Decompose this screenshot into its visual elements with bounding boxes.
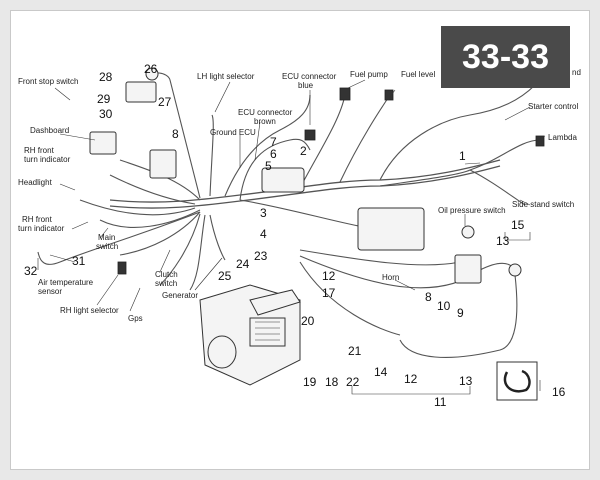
page-badge: 33-33 (441, 26, 570, 88)
label-ecu-connector-blue-2: blue (298, 81, 314, 90)
callout-4: 4 (260, 227, 267, 241)
callout-20: 20 (301, 314, 315, 328)
callout-24: 24 (236, 257, 250, 271)
label-rh-front-turn-indicator-low: RH front (22, 215, 53, 224)
label-lambda: Lambda (548, 133, 577, 142)
label-fuel-pump: Fuel pump (350, 70, 388, 79)
label-front-stop-switch: Front stop switch (18, 77, 78, 86)
callout-18: 18 (325, 375, 339, 389)
callout-19: 19 (303, 375, 317, 389)
callout-32: 32 (24, 264, 38, 278)
label-rh-front-turn-indicator-low-2: turn indicator (18, 224, 65, 233)
label-ecu-connector-blue: ECU connector (282, 72, 337, 81)
label-fuel-level: Fuel level (401, 70, 435, 79)
components (89, 67, 545, 401)
clamp-box (496, 361, 538, 401)
label-main-switch-2: switch (96, 242, 118, 251)
callout-31: 31 (72, 254, 86, 268)
label-headlight: Headlight (18, 178, 53, 187)
callout-23: 23 (254, 249, 268, 263)
callout-16: 16 (552, 385, 566, 399)
label-starter-control: Starter control (528, 102, 578, 111)
label-horn: Horn (382, 273, 399, 282)
callout-26: 26 (144, 62, 158, 76)
callout-11: 11 (434, 395, 447, 409)
part-numbers: 28 26 29 27 30 8 7 6 5 2 1 3 4 23 24 25 … (24, 62, 566, 409)
label-ecu-connector-brown: ECU connector (238, 108, 293, 117)
label-ecu-connector-brown-2: brown (254, 117, 276, 126)
callout-10: 10 (437, 299, 451, 313)
callout-29: 29 (97, 92, 111, 106)
label-gps: Gps (128, 314, 143, 323)
callout-28: 28 (99, 70, 113, 84)
dashboard-connector (89, 131, 117, 155)
fuel-pump-plug (339, 87, 351, 101)
callout-12-mid: 12 (322, 269, 336, 283)
label-air-temperature-sensor: Air temperature (38, 278, 94, 287)
bracket-15 (504, 232, 531, 241)
callout-15: 15 (511, 218, 525, 232)
component-labels: Front stop switch Dashboard RH front tur… (18, 68, 581, 323)
callout-2: 2 (300, 144, 307, 158)
label-generator: Generator (162, 291, 198, 300)
callout-25: 25 (218, 269, 232, 283)
callout-3: 3 (260, 206, 267, 220)
relay-box (149, 149, 177, 179)
label-oil-pressure-switch: Oil pressure switch (438, 206, 506, 215)
callout-21: 21 (348, 344, 362, 358)
relay-box-right (454, 254, 482, 284)
gps-plug (117, 261, 127, 275)
label-lh-light-selector: LH light selector (197, 72, 255, 81)
leader-lines (37, 79, 546, 391)
label-main-switch: Main (98, 233, 115, 242)
ecu-connector (261, 167, 305, 193)
relay-26 (145, 67, 159, 81)
callout-9: 9 (457, 306, 464, 320)
callout-13-low: 13 (459, 374, 473, 388)
label-side-stand-switch: Side stand switch (512, 200, 574, 209)
label-rh-front-turn-indicator-top-2: turn indicator (24, 155, 71, 164)
bracket-11 (351, 386, 471, 395)
callout-22: 22 (346, 375, 360, 389)
fuel-level-plug (384, 89, 394, 101)
fuse-box (357, 207, 425, 251)
callout-30: 30 (99, 107, 113, 121)
label-rh-light-selector: RH light selector (60, 306, 119, 315)
callout-6: 6 (270, 147, 277, 161)
callout-1: 1 (459, 149, 466, 163)
callout-13-top: 13 (496, 234, 510, 248)
oil-pressure-switch-part (461, 225, 475, 239)
label-ground-ecu: Ground ECU (210, 128, 256, 137)
callout-8-low: 8 (425, 290, 432, 304)
ecu-blue-plug (304, 129, 316, 141)
callout-7: 7 (270, 135, 277, 149)
label-clutch-switch-2: switch (155, 279, 177, 288)
callout-8-top: 8 (172, 127, 179, 141)
callout-27: 27 (158, 95, 172, 109)
bracket-part (125, 81, 157, 103)
callout-14: 14 (374, 365, 388, 379)
label-dashboard: Dashboard (30, 126, 69, 135)
lambda-plug (535, 135, 545, 147)
clip-part (508, 263, 522, 277)
callout-12-low: 12 (404, 372, 418, 386)
callout-5: 5 (265, 159, 272, 173)
label-air-temperature-sensor-2: sensor (38, 287, 62, 296)
engine (199, 284, 301, 386)
callout-17: 17 (322, 286, 336, 300)
label-partial: nd (572, 68, 581, 77)
label-clutch-switch: Clutch (155, 270, 178, 279)
clamp-icon (503, 369, 531, 393)
label-rh-front-turn-indicator-top: RH front (24, 146, 55, 155)
